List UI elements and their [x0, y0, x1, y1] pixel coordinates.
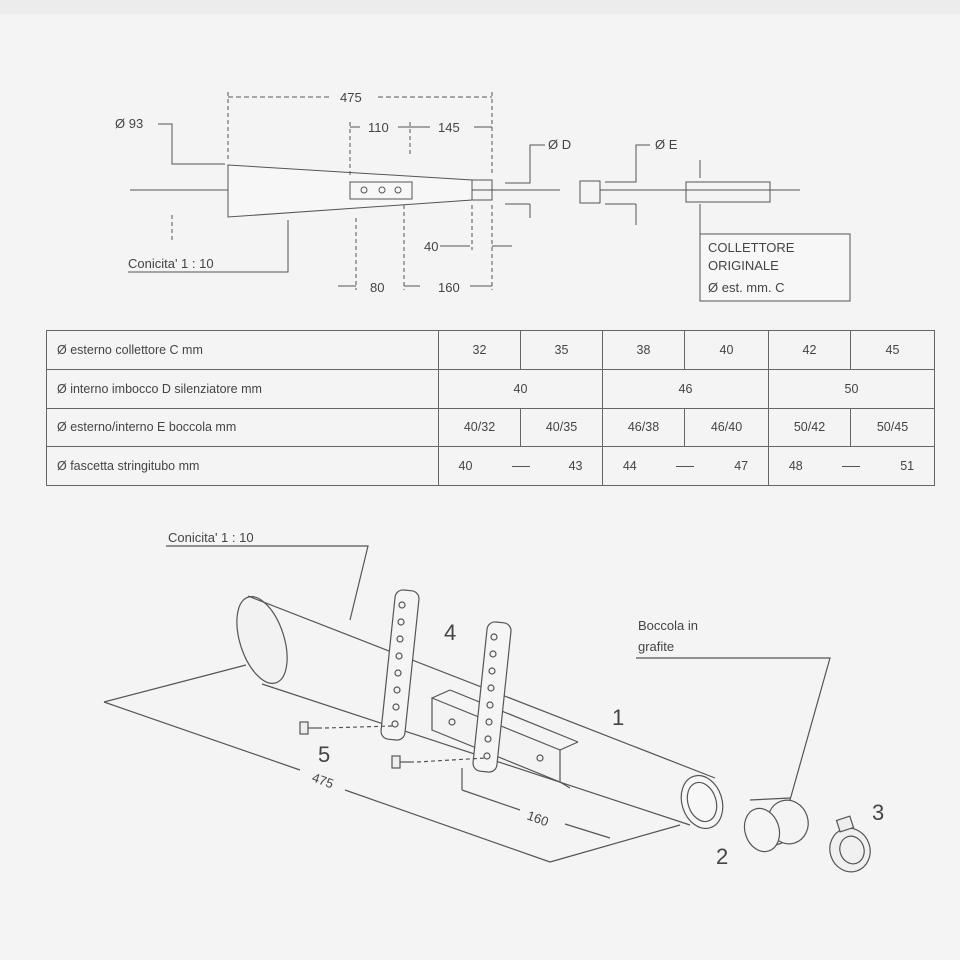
table-cell: 48 51	[768, 446, 935, 486]
table-cell: 40/35	[520, 407, 603, 448]
mounting-bracket-plate	[349, 181, 413, 200]
table-cell: 50	[768, 368, 935, 409]
range-max: 43	[568, 459, 583, 474]
graphite-bush-outline	[579, 180, 601, 204]
graphite-bush-part	[743, 797, 809, 853]
table-row: Ø interno imbocco D silenziatore mm 40 4…	[46, 368, 935, 409]
table-row: Ø fascetta stringitubo mm 40 43 44 47 48 51	[46, 446, 935, 486]
table-cell: 42	[768, 330, 851, 370]
dim-160-bottom-label: 160	[525, 808, 551, 830]
strap-plate-right	[472, 621, 512, 773]
table-cell: 50/42	[768, 407, 851, 448]
dim-phiE-label: Ø E	[655, 137, 678, 152]
table-cell: 46/40	[684, 407, 769, 448]
table-cell: 45	[850, 330, 935, 370]
dim-phi93-label: Ø 93	[115, 116, 143, 131]
table-cell: 50/45	[850, 407, 935, 448]
part-number-2: 2	[716, 844, 728, 869]
part-number-3: 3	[872, 800, 884, 825]
table-cell: 38	[602, 330, 685, 370]
manifold-box-line3: Ø est. mm. C	[708, 280, 785, 295]
dim-475-label: 475	[340, 90, 362, 105]
bush-label-line1: Boccola in	[638, 618, 698, 633]
range-dash	[676, 465, 695, 467]
table-cell: 46/38	[602, 407, 685, 448]
conicity-label-top: Conicita' 1 : 10	[128, 256, 214, 271]
outlet-bush-outline	[471, 179, 493, 201]
table-cell: 44 47	[602, 446, 769, 486]
part-number-1: 1	[612, 705, 624, 730]
table-cell: 46	[602, 368, 769, 409]
range-dash	[511, 465, 530, 467]
range-min: 48	[788, 459, 803, 474]
dim-160-label: 160	[438, 280, 460, 295]
dim-80-label: 80	[370, 280, 384, 295]
exploded-assembly-drawing: Conicita' 1 : 10 Boccola in grafite 475 …	[103, 530, 884, 873]
original-manifold-outline	[685, 181, 771, 203]
dim-475-bottom-label: 475	[310, 770, 336, 792]
row-label: Ø fascetta stringitubo mm	[46, 446, 439, 486]
conicity-label-bottom: Conicita' 1 : 10	[168, 530, 254, 545]
table-cell: 40	[684, 330, 769, 370]
dim-110-label: 110	[368, 120, 389, 135]
range-min: 40	[458, 459, 473, 474]
silencer-body-part-1	[236, 595, 724, 830]
row-label: Ø interno imbocco D silenziatore mm	[46, 368, 439, 409]
dim-145-label: 145	[438, 120, 460, 135]
range-dash	[842, 465, 861, 467]
dim-phiD-label: Ø D	[548, 137, 571, 152]
original-manifold-label-box	[699, 233, 851, 302]
drawing-sheet	[0, 14, 960, 960]
range-min: 44	[622, 459, 637, 474]
top-technical-drawing: 475 110 145 Ø 93 Ø D Ø E 40 80 160 Conic…	[115, 90, 851, 302]
spec-table: Ø esterno collettore C mm 32 35 38 40 42…	[46, 330, 935, 486]
bush-label-line2: grafite	[638, 639, 674, 654]
manifold-box-line2: ORIGINALE	[708, 258, 779, 273]
row-label: Ø esterno/interno E boccola mm	[46, 407, 439, 448]
range-max: 51	[900, 459, 915, 474]
table-row: Ø esterno collettore C mm 32 35 38 40 42…	[46, 330, 935, 370]
part-number-4: 4	[444, 620, 456, 645]
dim-40-label: 40	[424, 239, 438, 254]
screw-upper	[299, 721, 393, 735]
strap-plate-left	[380, 589, 420, 741]
table-row: Ø esterno/interno E boccola mm 40/32 40/…	[46, 407, 935, 448]
hose-clamp-part	[829, 815, 871, 873]
channel-bracket	[431, 689, 579, 789]
part-number-5: 5	[318, 742, 330, 767]
screw-lower	[391, 755, 487, 769]
table-cell: 40	[438, 368, 603, 409]
table-cell: 32	[438, 330, 521, 370]
manifold-box-line1: COLLETTORE	[708, 240, 795, 255]
table-cell: 35	[520, 330, 603, 370]
table-cell: 40/32	[438, 407, 521, 448]
range-max: 47	[734, 459, 749, 474]
table-cell: 40 43	[438, 446, 603, 486]
row-label: Ø esterno collettore C mm	[46, 330, 439, 370]
